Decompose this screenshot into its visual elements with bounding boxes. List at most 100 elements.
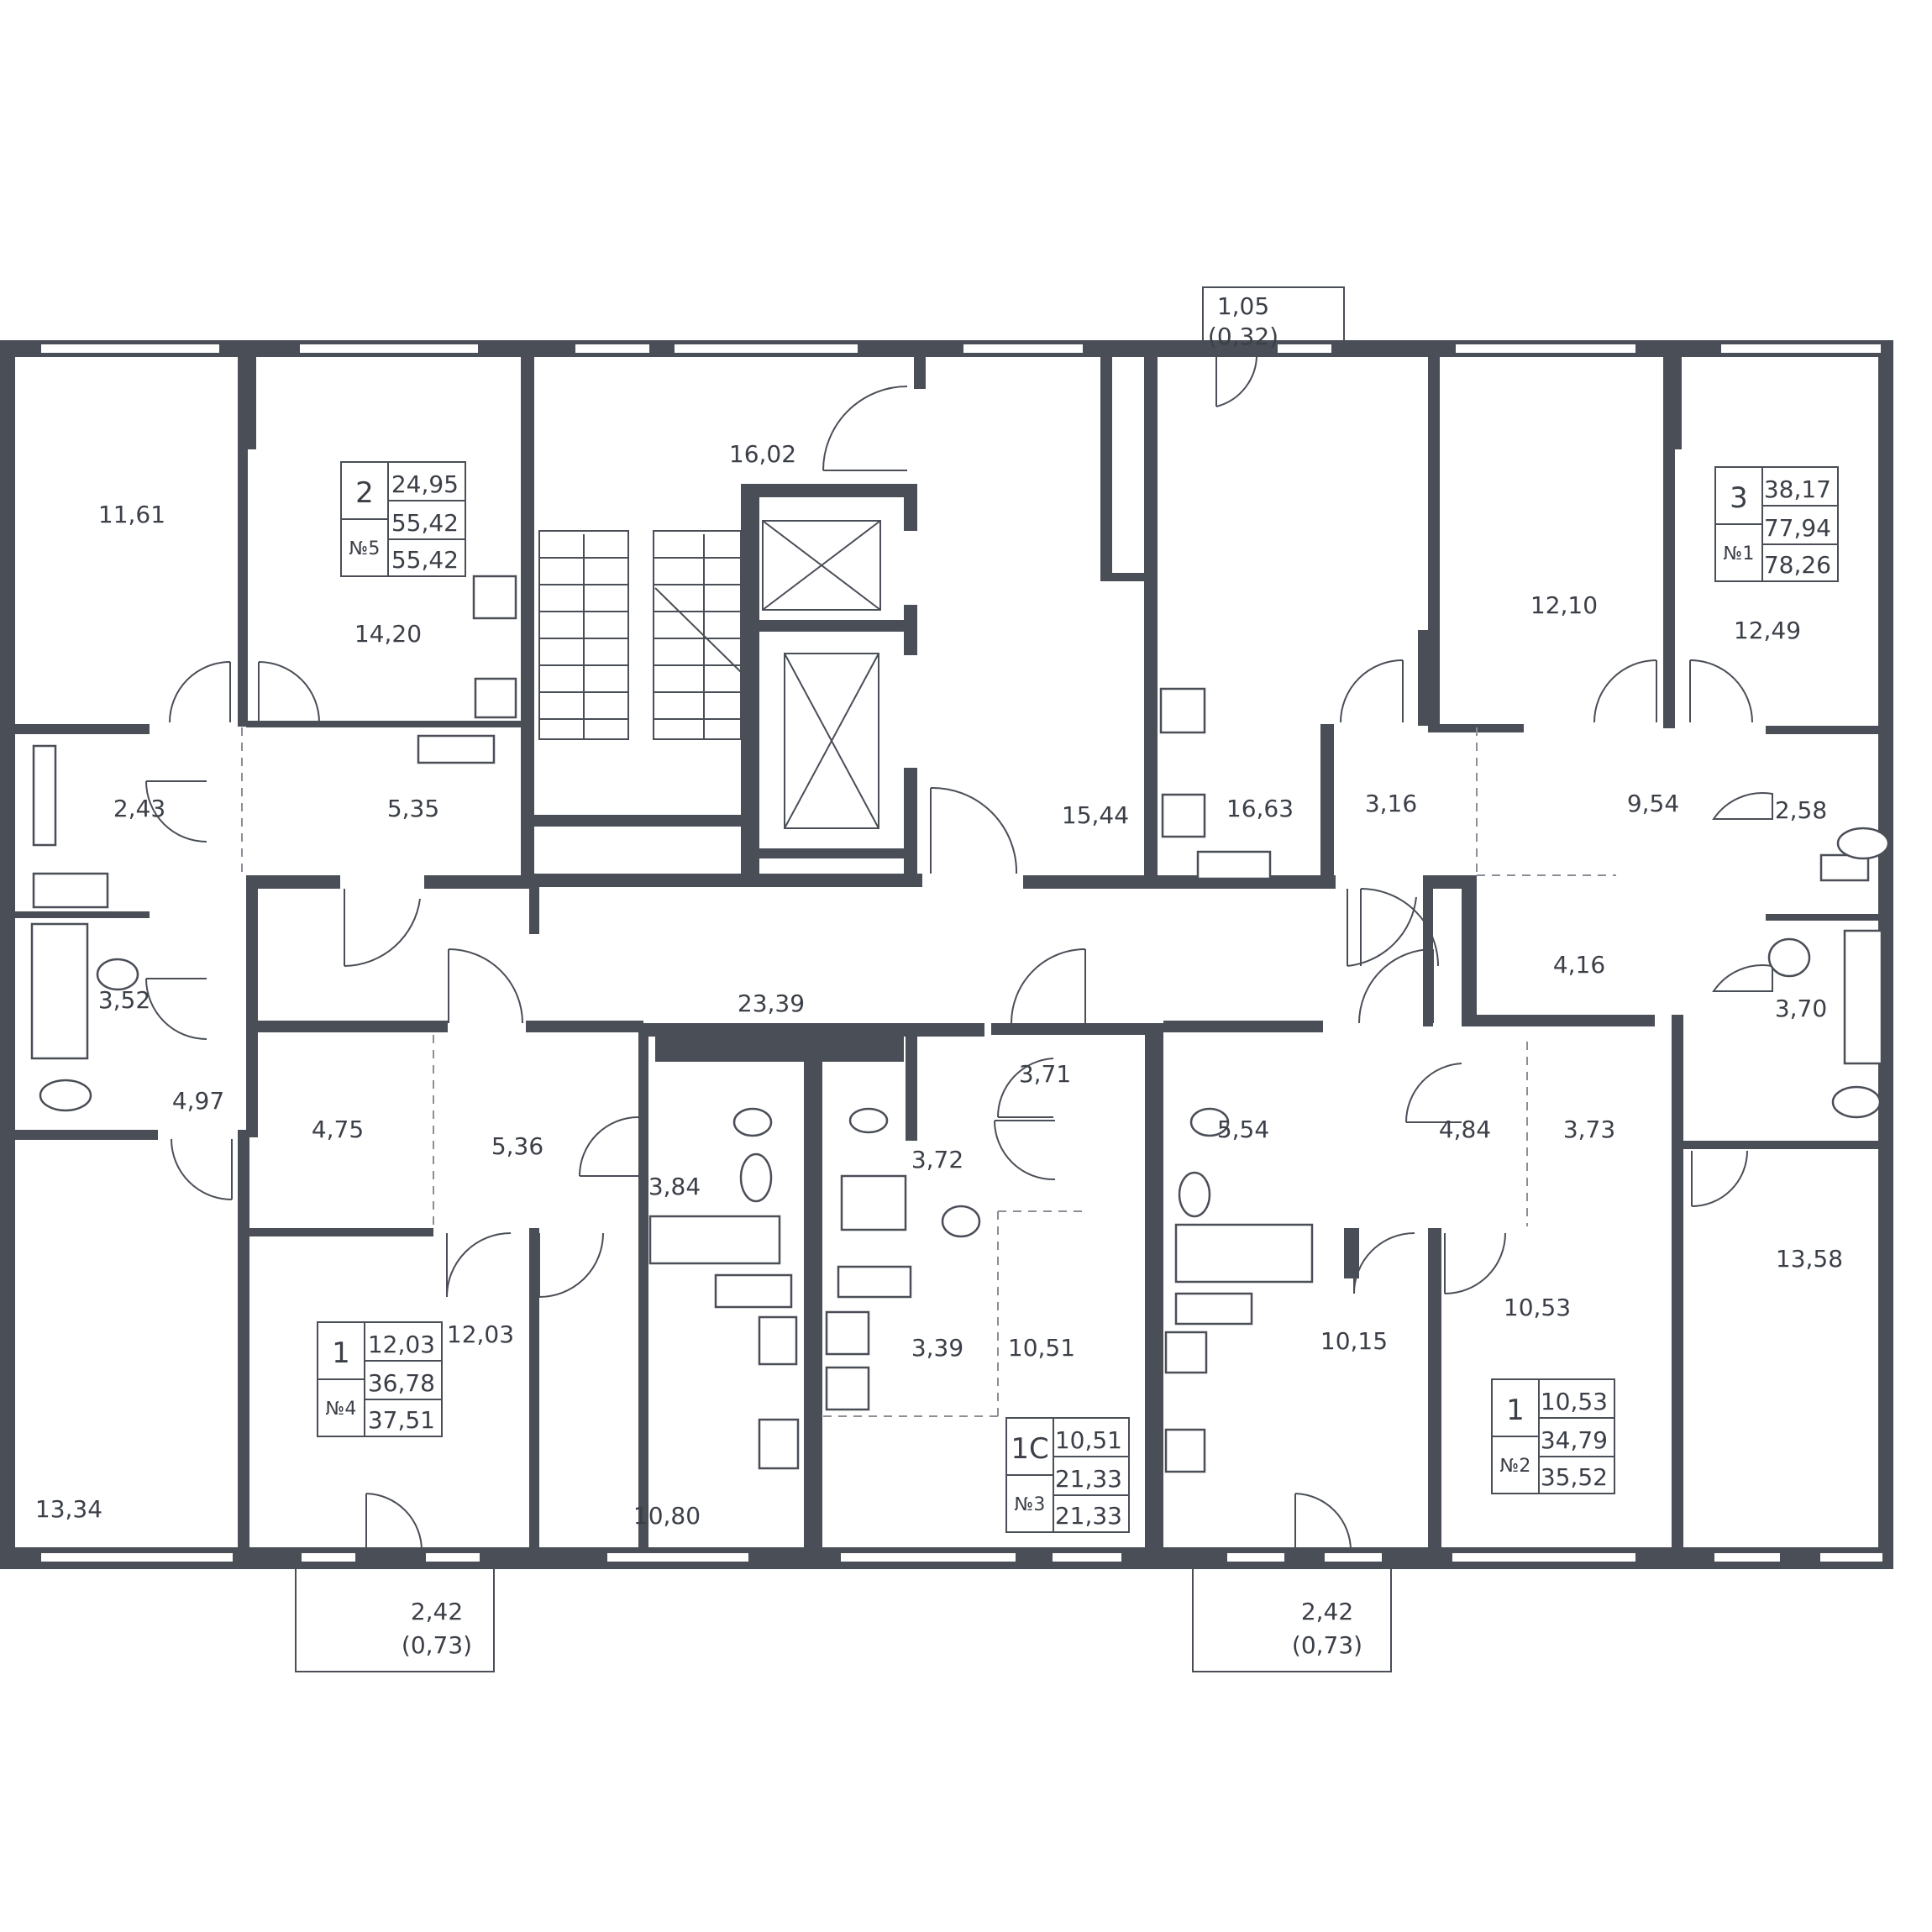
apartment-number: №1 — [1724, 543, 1755, 564]
doors — [145, 352, 1773, 1551]
apartment-total-area: 36,78 — [368, 1369, 435, 1397]
wall — [904, 768, 917, 887]
stove-icon — [472, 575, 517, 620]
window — [300, 1551, 357, 1563]
wall — [744, 874, 917, 887]
wall — [744, 620, 917, 632]
door-swing — [1593, 659, 1657, 723]
apartment-rooms: 1С — [1011, 1432, 1048, 1466]
kitchen-sink-icon — [1161, 793, 1206, 838]
bathtub-icon — [1174, 1223, 1314, 1284]
room-area-label: 4,16 — [1553, 951, 1605, 979]
stove-icon — [758, 1418, 800, 1470]
apartment-total-area: 34,79 — [1541, 1426, 1608, 1454]
fixtures — [30, 575, 1890, 1473]
apartment-number: №4 — [326, 1399, 357, 1420]
kitchen-sink-icon — [758, 1315, 798, 1366]
wall — [1462, 875, 1477, 1026]
apartment-living-area: 10,53 — [1541, 1388, 1608, 1415]
wall — [238, 357, 248, 727]
room-area-label: 4,84 — [1439, 1116, 1491, 1143]
washbasin-icon — [739, 1152, 773, 1203]
wall — [655, 1023, 904, 1062]
stove-icon — [1164, 1428, 1206, 1473]
apartment-living-area: 38,17 — [1764, 475, 1831, 503]
wall — [1672, 357, 1682, 449]
room-area-label: 2,58 — [1775, 796, 1827, 824]
balcony-reduced-area-label: (0,73) — [1292, 1631, 1362, 1659]
room-area-label: 4,97 — [172, 1087, 224, 1115]
apartment-living-area: 24,95 — [391, 470, 459, 498]
balcony-labels: 1,05 (0,32) 2,42 (0,73) 2,42 (0,73) — [402, 292, 1362, 1659]
windows-bottom — [39, 1551, 1884, 1563]
room-area-label: 15,44 — [1062, 801, 1129, 829]
apartment-number: №2 — [1500, 1456, 1531, 1477]
window — [1819, 1551, 1884, 1563]
wall — [529, 875, 539, 934]
apartment-total-with-balcony: 37,51 — [368, 1406, 435, 1434]
door-swing — [145, 780, 207, 843]
wall — [1163, 1021, 1323, 1032]
apartment-info-box: 1 №4 12,03 36,78 37,51 — [317, 1321, 443, 1437]
window — [1713, 1551, 1782, 1563]
apartment-total-area: 77,94 — [1764, 514, 1831, 542]
door-swing — [258, 661, 320, 723]
wall — [1423, 875, 1433, 1026]
wall — [1320, 724, 1334, 887]
door-swing — [579, 1116, 639, 1177]
window — [839, 1551, 1017, 1563]
room-area-label: 23,39 — [738, 990, 805, 1017]
room-area-label: 5,36 — [491, 1132, 543, 1160]
interior-walls — [15, 357, 1878, 1552]
door-swing — [1404, 1063, 1462, 1123]
room-area-label: 10,15 — [1320, 1327, 1388, 1355]
room-labels: 11,61 14,20 16,02 15,44 16,63 12,10 12,4… — [35, 440, 1843, 1530]
wall — [15, 911, 150, 918]
door-swing — [1358, 948, 1434, 1024]
wall — [238, 1130, 249, 1550]
wall — [15, 1130, 158, 1140]
room-area-label: 12,10 — [1530, 591, 1598, 619]
windows-top — [39, 343, 1882, 354]
toilet-icon — [848, 1107, 889, 1134]
wall — [534, 815, 744, 827]
balcony-reduced-area-label: (0,32) — [1208, 323, 1278, 350]
door-swing — [446, 1232, 512, 1298]
stair-flight-right — [653, 530, 742, 740]
room-area-label: 14,20 — [354, 620, 422, 648]
wall-right — [1878, 340, 1893, 1569]
sink-icon — [32, 744, 57, 847]
window — [962, 343, 1084, 354]
door-swing — [1011, 948, 1086, 1024]
room-area-label: 10,51 — [1008, 1334, 1075, 1362]
door-swing — [994, 1120, 1056, 1181]
window — [1226, 1551, 1286, 1563]
window — [39, 1551, 234, 1563]
kitchen-sink-icon — [1164, 1331, 1208, 1374]
toilet-icon — [732, 1107, 773, 1137]
door-swing — [1360, 888, 1439, 967]
wall — [1428, 875, 1462, 889]
wall — [424, 875, 538, 889]
wall — [744, 484, 917, 497]
wall — [1462, 1015, 1655, 1026]
wall — [1766, 726, 1878, 734]
window — [574, 343, 651, 354]
wall — [249, 1228, 433, 1236]
door-swing — [996, 1058, 1054, 1118]
window — [1276, 343, 1333, 354]
wall — [638, 1023, 648, 1552]
room-area-label: 5,54 — [1217, 1116, 1269, 1143]
wall — [246, 357, 256, 449]
apartment-info-box: 1С №3 10,51 21,33 21,33 — [1005, 1417, 1130, 1533]
counter-icon — [1174, 1292, 1253, 1326]
apartment-total-with-balcony: 35,52 — [1541, 1463, 1608, 1491]
door-swing — [169, 661, 231, 723]
wall — [246, 875, 258, 1137]
window — [424, 1551, 481, 1563]
room-area-label: 3,71 — [1019, 1060, 1071, 1088]
door-swing — [1689, 659, 1753, 723]
stove-icon — [1159, 687, 1206, 734]
door-swing — [1353, 1232, 1415, 1294]
room-area-label: 3,70 — [1775, 995, 1827, 1022]
